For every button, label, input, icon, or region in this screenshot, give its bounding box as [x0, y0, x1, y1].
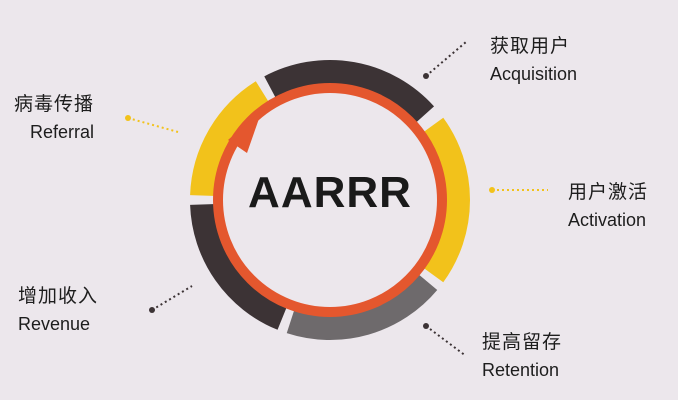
ring-segment-referral: [190, 81, 273, 197]
connector-dot-retention: [423, 323, 429, 329]
stage-zh-acquisition: 获取用户: [490, 35, 571, 57]
ring-segment-acquisition: [264, 60, 435, 127]
ring-segment-retention: [286, 270, 438, 340]
stage-label-activation: 用户激活 Activation: [568, 182, 648, 231]
stage-label-acquisition: 获取用户 Acquisition: [490, 36, 577, 85]
stage-label-referral: 病毒传播 Referral: [8, 94, 94, 143]
connector-line-referral: [127, 117, 179, 133]
connector-dot-referral: [125, 115, 131, 121]
stage-label-revenue: 增加收入 Revenue: [18, 286, 98, 335]
connector-line-acquisition: [425, 41, 467, 77]
inner-orange-ring: [213, 83, 447, 317]
stage-en-retention: Retention: [482, 359, 560, 380]
ring-segment-revenue: [190, 203, 290, 330]
circular-arrow-icon: [228, 110, 262, 153]
ring-segment-activation: [418, 117, 470, 283]
stage-label-retention: 提高留存 Retention: [482, 332, 562, 381]
connector-dot-acquisition: [423, 73, 429, 79]
stage-en-revenue: Revenue: [18, 313, 91, 334]
connector-line-revenue: [151, 285, 193, 311]
connector-dot-activation: [489, 187, 495, 193]
center-title: AARRR: [248, 168, 412, 217]
stage-en-activation: Activation: [568, 209, 647, 230]
connector-dot-revenue: [149, 307, 155, 313]
stage-zh-revenue: 增加收入: [18, 285, 99, 307]
stage-en-referral: Referral: [29, 121, 94, 142]
stage-zh-retention: 提高留存: [482, 331, 563, 353]
stage-zh-referral: 病毒传播: [13, 93, 94, 115]
ring-segments: [190, 60, 470, 340]
stage-zh-activation: 用户激活: [568, 181, 649, 203]
connector-line-retention: [425, 325, 467, 357]
connectors: [125, 41, 548, 357]
stage-en-acquisition: Acquisition: [490, 63, 578, 84]
